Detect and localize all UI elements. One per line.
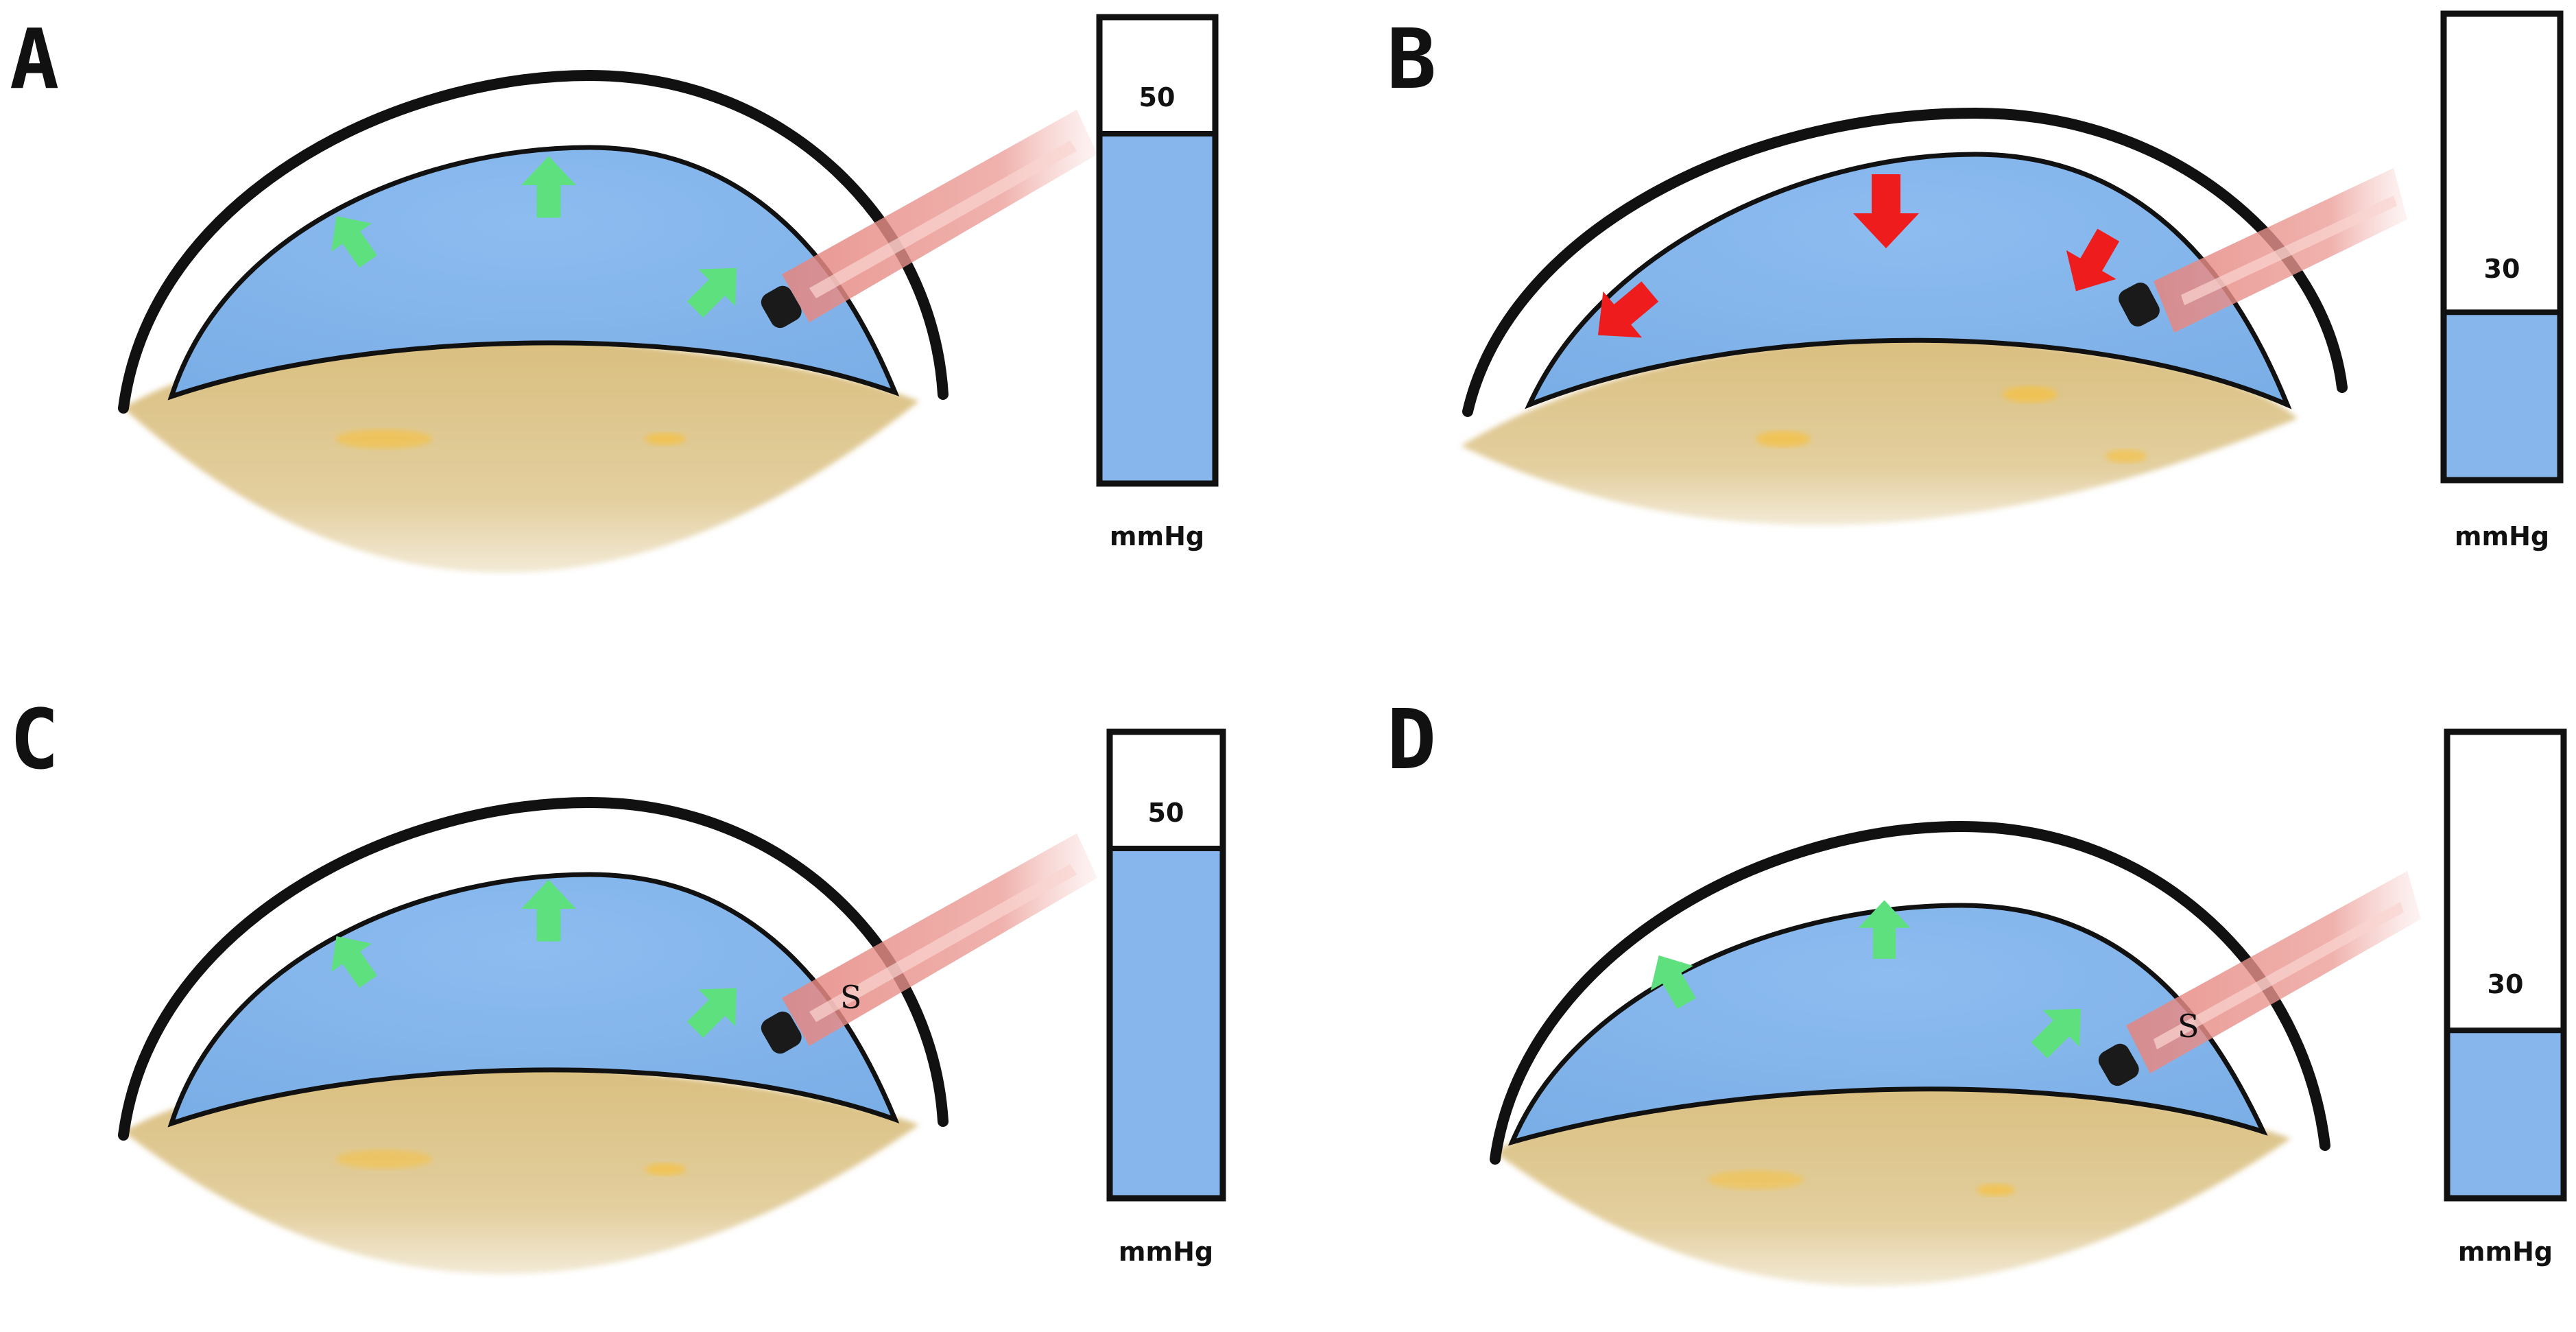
needle-tip [2119, 283, 2160, 326]
gauge-unit: mmHg [2458, 1237, 2553, 1267]
panel-d: D S 30 mmHg [1387, 693, 2567, 1287]
gauge-fill [1110, 848, 1223, 1198]
needle-tip [761, 285, 802, 329]
eye-illustration [1461, 107, 2407, 525]
gauge-border [2440, 10, 2564, 484]
tissue-spot [1708, 1170, 1804, 1189]
fluid-chamber [167, 872, 900, 1128]
tissue-spot [336, 1150, 432, 1169]
panel-a: A [10, 12, 1219, 573]
needle [2119, 168, 2407, 333]
tissue-spot [1756, 431, 1811, 447]
panel-letter: B [1387, 12, 1436, 108]
tissue-spot [645, 1163, 686, 1176]
eye-illustration: S [118, 796, 1097, 1274]
tissue-spot [336, 429, 432, 449]
panel-letter: A [10, 12, 59, 108]
gauge-value: 50 [1139, 82, 1176, 112]
panel-b: B 30 mmHg [1387, 10, 2564, 551]
tissue-spot [645, 433, 686, 445]
needle [761, 110, 1097, 329]
panel-c: C S 50 mmHg [10, 693, 1226, 1274]
pressure-gauge: 50 mmHg [1096, 14, 1219, 551]
needle-highlight [809, 864, 1077, 1022]
tissue-layer [123, 336, 919, 573]
pressure-gauge: 30 mmHg [2440, 10, 2564, 551]
gauge-fill [2444, 312, 2560, 480]
gauge-unit: mmHg [1110, 521, 1204, 551]
eye-illustration [118, 69, 1097, 573]
gauge-value: 30 [2484, 254, 2520, 284]
gauge-fill [1099, 134, 1215, 484]
tissue-spot [1977, 1184, 2015, 1196]
gauge-border [2444, 728, 2567, 1202]
needle-shaft [2126, 871, 2421, 1073]
panel-letter: D [1387, 693, 1436, 788]
gauge-unit: mmHg [2455, 521, 2549, 551]
stent-label: S [2178, 1008, 2199, 1045]
gauge-unit: mmHg [1119, 1237, 1213, 1267]
fluid-chamber [1525, 152, 2292, 409]
tissue-layer [1461, 336, 2298, 525]
tissue-spot [2106, 449, 2147, 463]
fluid-chamber [167, 145, 900, 401]
pressure-gauge: 50 mmHg [1106, 728, 1226, 1267]
needle-tip [2098, 1043, 2139, 1086]
gauge-value: 30 [2488, 969, 2524, 999]
panel-letter: C [10, 693, 59, 788]
tissue-spot [2003, 386, 2058, 403]
needle-tip [761, 1011, 802, 1054]
eye-illustration: S [1490, 820, 2421, 1287]
needle-highlight [2181, 195, 2397, 305]
tissue-layer [123, 1063, 919, 1274]
needle-highlight [809, 141, 1077, 298]
needle-highlight [2154, 902, 2404, 1049]
gauge-border [1096, 14, 1219, 487]
needle: S [761, 833, 1097, 1054]
gauge-border [1106, 728, 1226, 1202]
stent-label: S [840, 979, 862, 1016]
needle: S [2098, 871, 2421, 1086]
tissue-layer [1495, 1077, 2291, 1287]
gauge-value: 50 [1148, 798, 1184, 828]
gauge-fill [2447, 1030, 2564, 1198]
pressure-gauge: 30 mmHg [2444, 728, 2567, 1267]
